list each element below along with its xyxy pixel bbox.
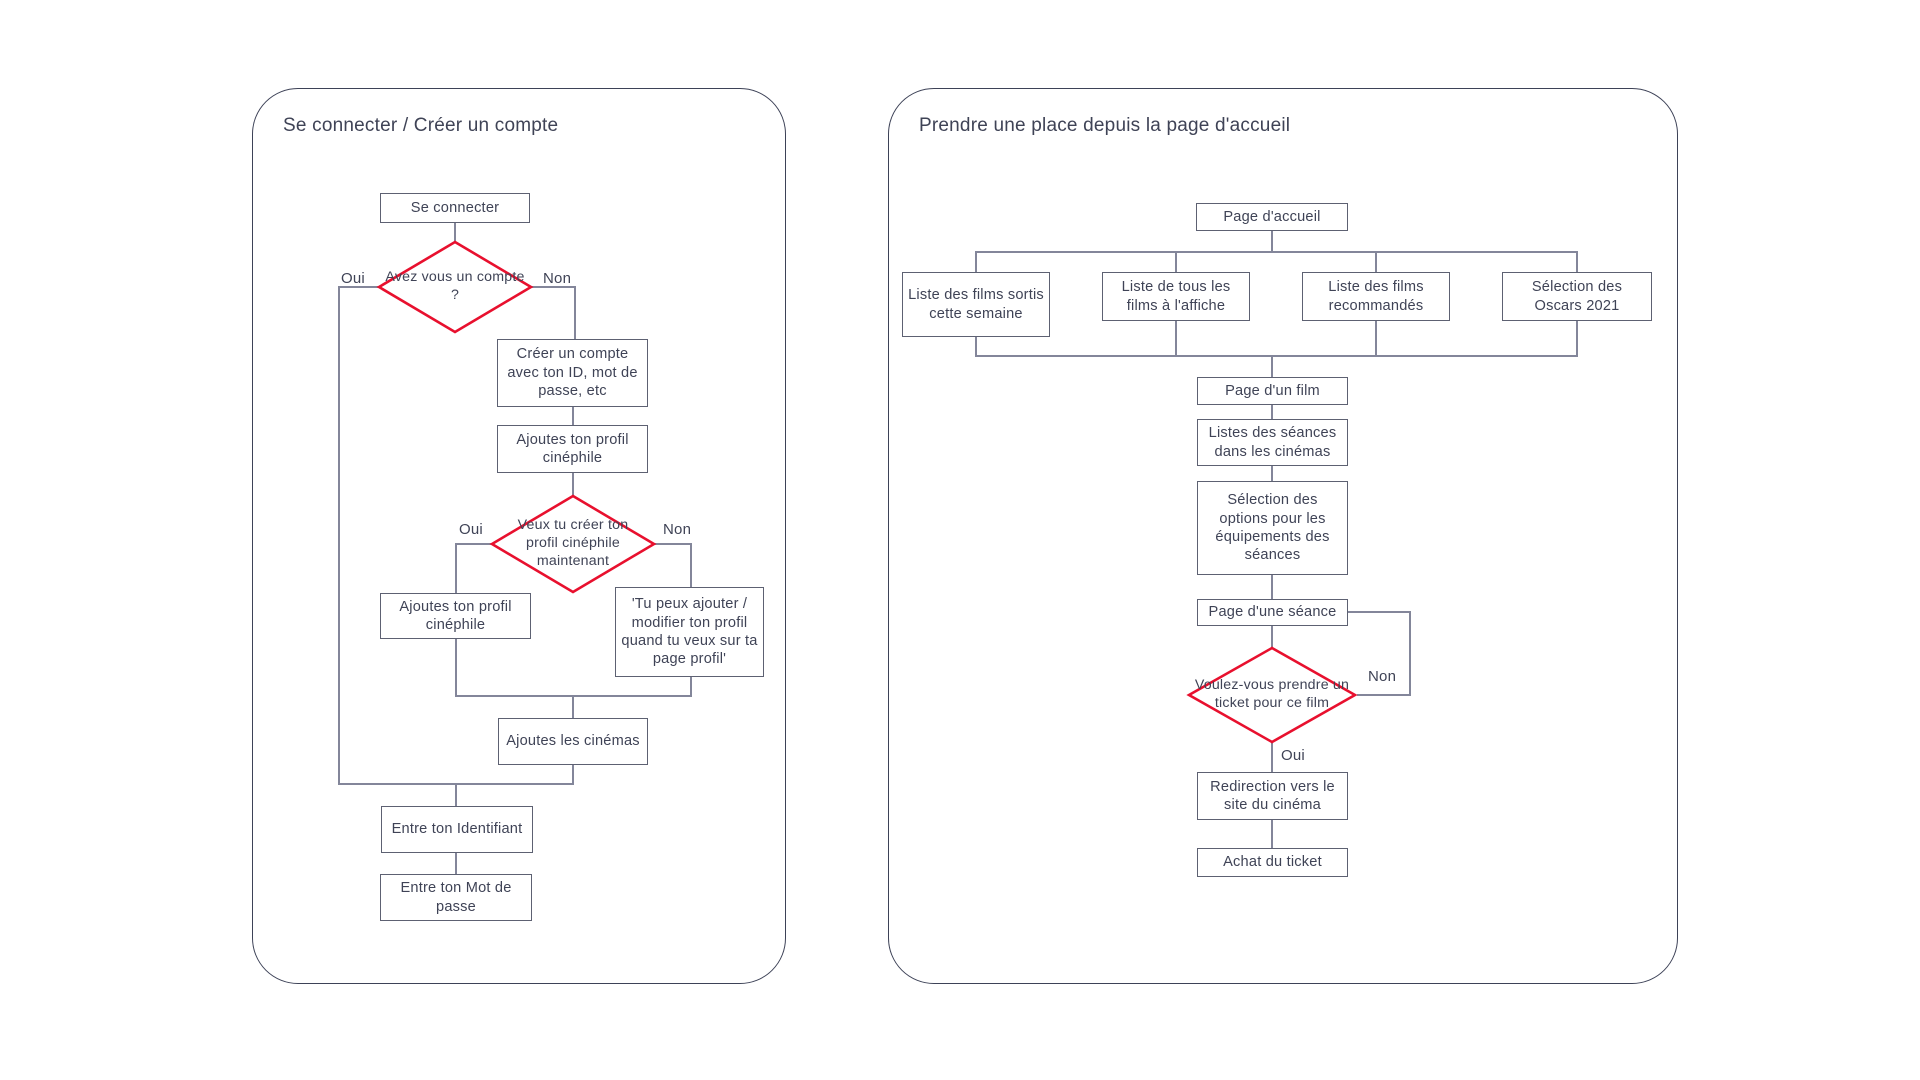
connector	[572, 695, 574, 718]
node-note-profil[interactable]: 'Tu peux ajouter / modifier ton profil q…	[615, 587, 764, 677]
connector	[1357, 694, 1411, 696]
node-entre-identifiant[interactable]: Entre ton Identifiant	[381, 806, 533, 853]
connector	[1271, 466, 1273, 481]
edge-label-oui: Oui	[459, 521, 483, 538]
edge-label-non: Non	[663, 521, 692, 538]
edge-label-oui: Oui	[341, 270, 365, 287]
connector	[338, 286, 340, 784]
connector	[1375, 251, 1377, 272]
node-page-seance[interactable]: Page d'une séance	[1197, 599, 1348, 626]
connector	[572, 765, 574, 785]
node-redirection-cinema[interactable]: Redirection vers le site du cinéma	[1197, 772, 1348, 820]
connector	[1375, 321, 1377, 357]
connector	[1271, 575, 1273, 599]
connector	[572, 473, 574, 496]
connector	[455, 853, 457, 874]
connector	[1271, 405, 1273, 419]
connector	[975, 355, 1578, 357]
decision-label: Avez vous un compte ?	[385, 269, 525, 303]
connector	[455, 783, 457, 806]
node-ajoutes-profil-2[interactable]: Ajoutes ton profil cinéphile	[380, 593, 531, 639]
decision-prendre-ticket[interactable]: Voulez-vous prendre un ticket pour ce fi…	[1186, 646, 1358, 744]
node-liste-tous-films[interactable]: Liste de tous les films à l'affiche	[1102, 272, 1250, 321]
node-entre-mot-de-passe[interactable]: Entre ton Mot de passe	[380, 874, 532, 921]
connector	[1348, 611, 1410, 613]
connector	[574, 286, 576, 340]
node-selection-options[interactable]: Sélection des options pour les équipemen…	[1197, 481, 1348, 575]
connector	[338, 286, 378, 288]
edge-label-oui: Oui	[1281, 747, 1305, 764]
panel-title: Se connecter / Créer un compte	[283, 115, 559, 136]
connector	[976, 251, 1578, 253]
panel-title: Prendre une place depuis la page d'accue…	[919, 115, 1291, 136]
node-liste-films-recommandes[interactable]: Liste des films recommandés	[1302, 272, 1450, 321]
connector	[1576, 251, 1578, 272]
connector	[1271, 743, 1273, 772]
connector	[454, 222, 456, 242]
connector	[530, 286, 576, 288]
decision-creer-profil-maintenant[interactable]: Veux tu créer ton profil cinéphile maint…	[489, 494, 657, 594]
connector	[1271, 820, 1273, 848]
node-achat-ticket[interactable]: Achat du ticket	[1197, 848, 1348, 877]
node-listes-seances[interactable]: Listes des séances dans les cinémas	[1197, 419, 1348, 466]
connector	[1271, 355, 1273, 377]
connector	[1576, 321, 1578, 357]
connector	[975, 337, 977, 357]
node-page-accueil[interactable]: Page d'accueil	[1196, 203, 1348, 231]
node-ajoutes-cinemas[interactable]: Ajoutes les cinémas	[498, 718, 648, 765]
edge-label-non: Non	[1368, 668, 1397, 685]
connector	[1175, 321, 1177, 357]
connector	[1271, 231, 1273, 252]
connector	[975, 251, 977, 272]
connector	[690, 543, 692, 588]
connector	[690, 677, 692, 697]
connector	[572, 406, 574, 426]
decision-label: Voulez-vous prendre un ticket pour ce fi…	[1194, 677, 1350, 711]
connector	[654, 543, 691, 545]
node-liste-films-sortis[interactable]: Liste des films sortis cette semaine	[902, 272, 1050, 337]
decision-avez-vous-un-compte[interactable]: Avez vous un compte ?	[376, 240, 534, 334]
connector	[455, 543, 457, 593]
node-creer-compte[interactable]: Créer un compte avec ton ID, mot de pass…	[497, 339, 648, 407]
node-se-connecter[interactable]: Se connecter	[380, 193, 530, 223]
connector	[455, 639, 457, 697]
node-selection-oscars[interactable]: Sélection des Oscars 2021	[1502, 272, 1652, 321]
connector	[455, 543, 492, 545]
edge-label-non: Non	[543, 270, 572, 287]
connector	[1271, 626, 1273, 647]
node-page-film[interactable]: Page d'un film	[1197, 377, 1348, 405]
connector	[1175, 251, 1177, 272]
connector	[1409, 611, 1411, 695]
node-ajoutes-profil[interactable]: Ajoutes ton profil cinéphile	[497, 425, 648, 473]
decision-label: Veux tu créer ton profil cinéphile maint…	[517, 517, 629, 569]
